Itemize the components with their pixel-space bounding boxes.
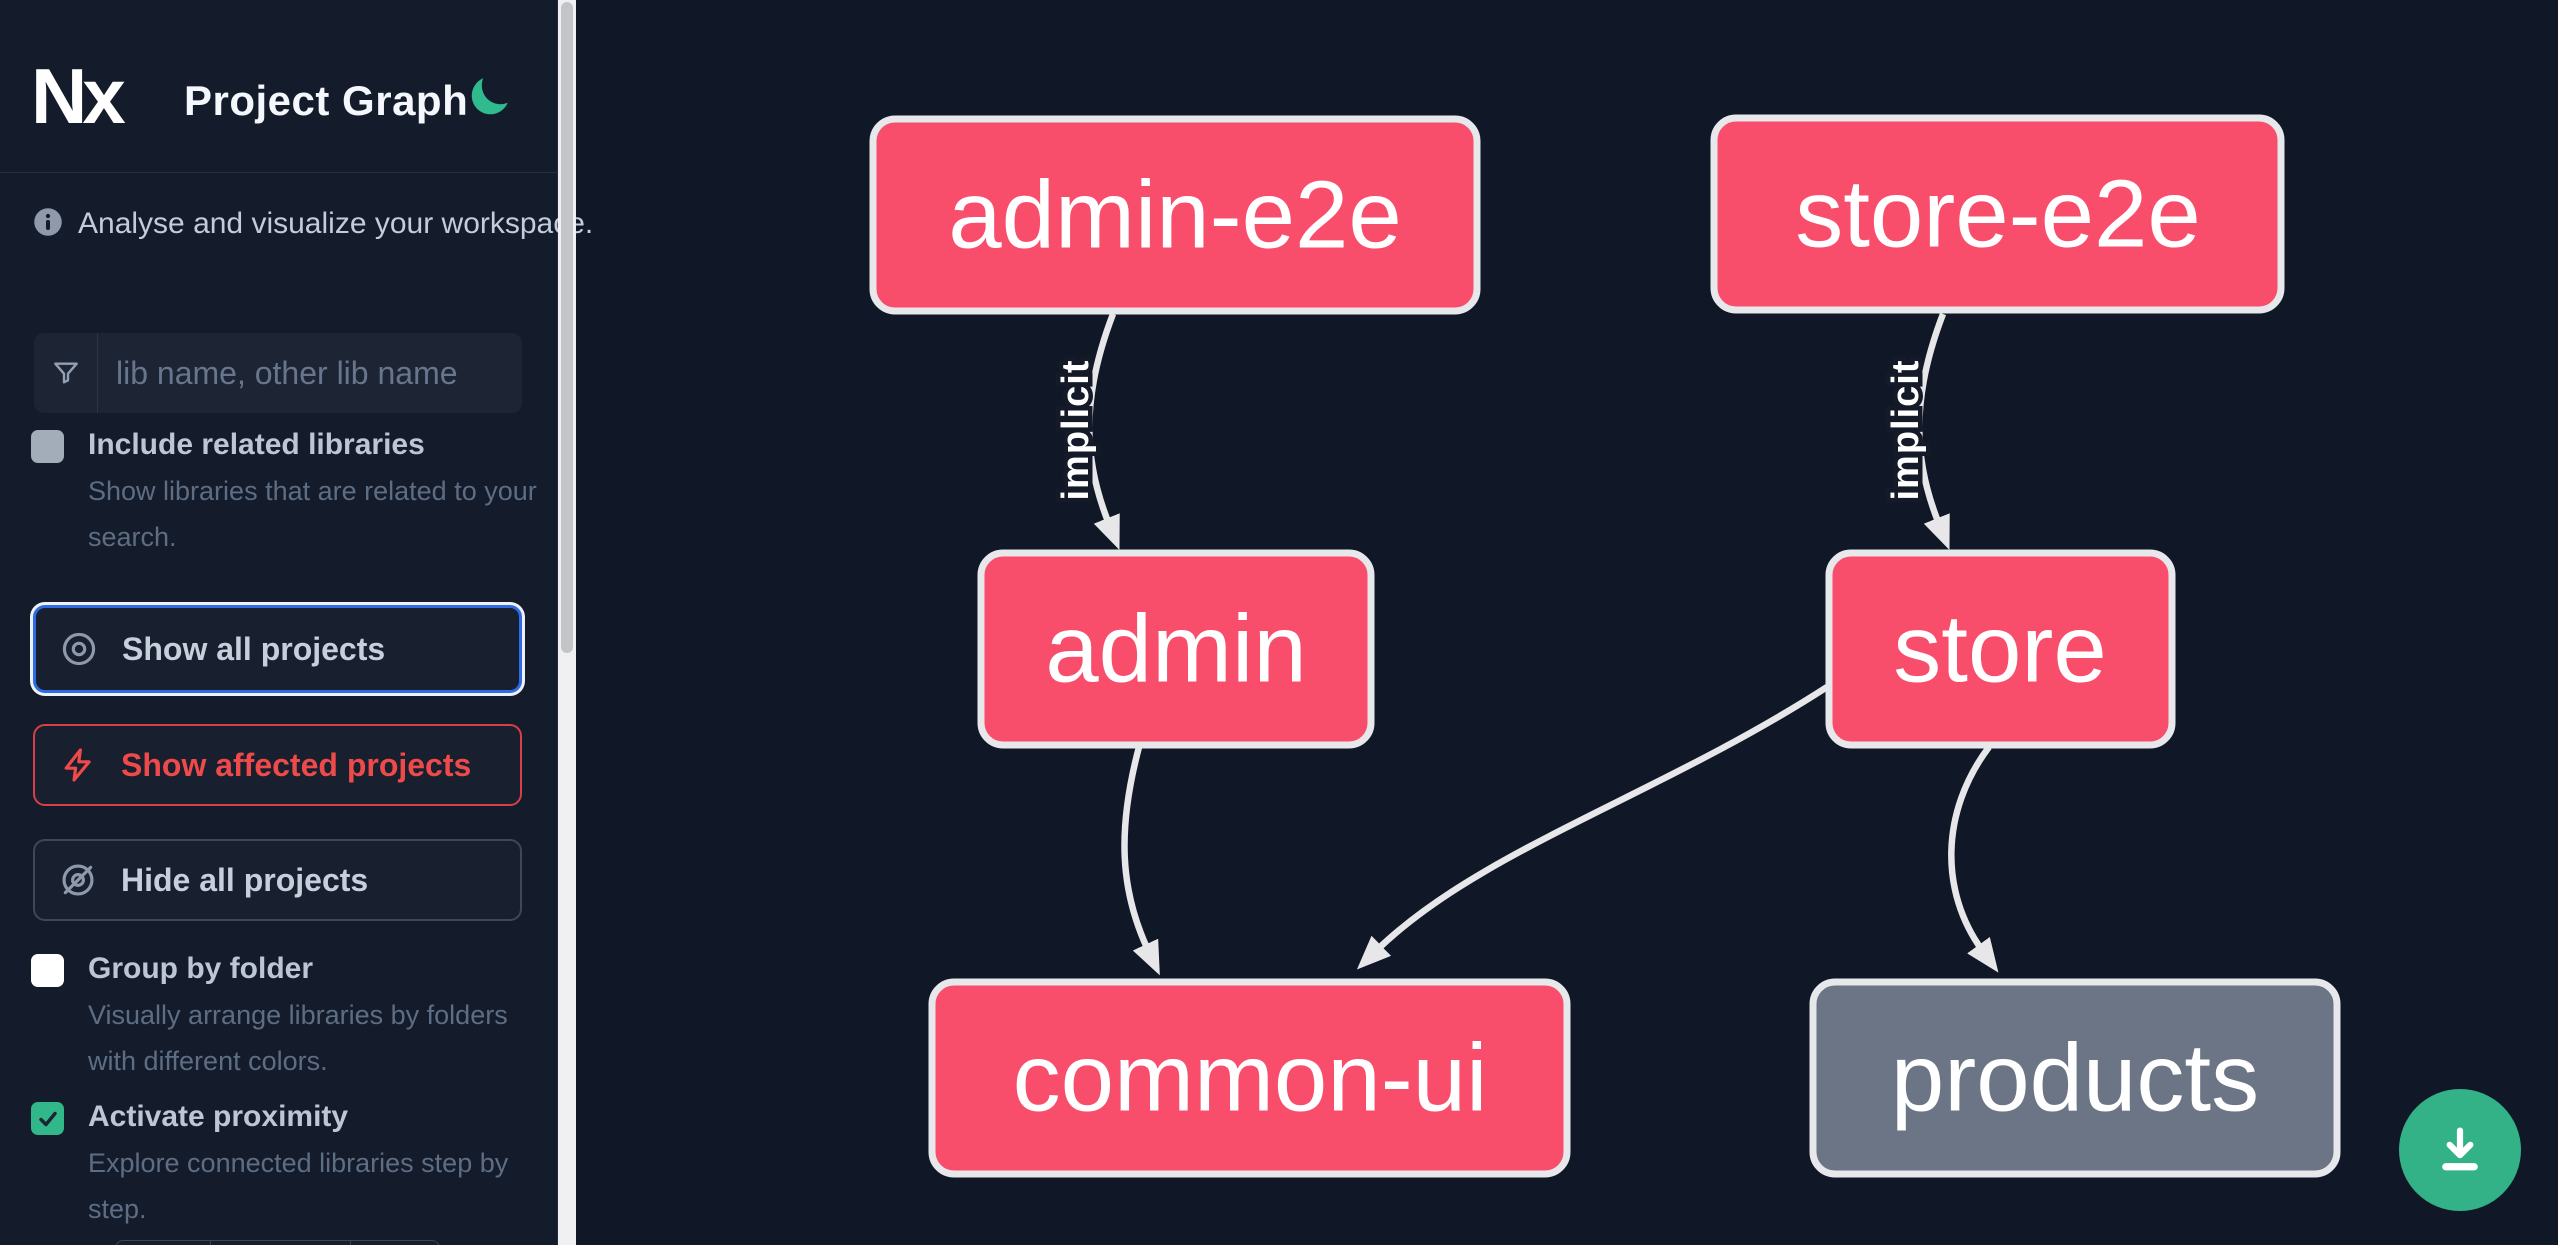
node-store[interactable]: store xyxy=(1825,549,2176,749)
show-all-projects-button[interactable]: Show all projects xyxy=(33,605,522,693)
node-admin[interactable]: admin xyxy=(977,549,1375,749)
bolt-icon xyxy=(64,748,91,782)
download-graph-button[interactable] xyxy=(2399,1089,2521,1211)
node-box[interactable] xyxy=(1825,549,2176,749)
edge-store-common-ui[interactable] xyxy=(1356,684,1829,970)
proximity-depth-control[interactable] xyxy=(115,1240,440,1245)
node-label: common-ui xyxy=(1013,1025,1488,1132)
node-box[interactable] xyxy=(928,978,1571,1178)
option-description: Explore connected libraries step by step… xyxy=(88,1148,509,1224)
checkbox-group-by-folder[interactable] xyxy=(31,954,64,987)
filter-icon xyxy=(53,362,78,384)
node-label: products xyxy=(1891,1025,2259,1132)
node-label: admin-e2e xyxy=(948,162,1402,269)
hide-all-projects-button[interactable]: Hide all projects xyxy=(33,839,522,921)
moon-icon xyxy=(471,78,508,115)
checkbox-include-related[interactable] xyxy=(31,430,64,463)
edge-admin-common-ui[interactable] xyxy=(1121,746,1160,976)
show-affected-projects-button[interactable]: Show affected projects xyxy=(33,724,522,806)
page-title: Project Graph xyxy=(184,77,469,124)
sidebar-panel: Nx Project Graph Analyse and visualize y… xyxy=(0,0,593,1245)
sidebar: Nx Project Graph Analyse and visualize y… xyxy=(0,0,593,1245)
node-label: store xyxy=(1893,596,2106,703)
search-input[interactable] xyxy=(98,333,522,413)
edge-store-e2e-store[interactable] xyxy=(1916,312,1950,550)
eye-off-icon xyxy=(62,864,94,896)
node-box[interactable] xyxy=(1809,978,2341,1178)
option-label[interactable]: Group by folder xyxy=(88,952,313,985)
edge-label-implicit-1: implicit xyxy=(1055,359,1097,500)
node-box[interactable] xyxy=(977,549,1375,749)
node-products[interactable]: products xyxy=(1809,978,2341,1178)
eye-icon xyxy=(62,632,96,666)
edge-group: implicit implicit xyxy=(1051,312,1999,976)
node-common-ui[interactable]: common-ui xyxy=(928,978,1571,1178)
depth-increment-segment[interactable] xyxy=(351,1241,439,1245)
node-admin-e2e[interactable]: admin-e2e xyxy=(869,115,1481,315)
search-box xyxy=(34,333,522,413)
node-label: admin xyxy=(1045,596,1306,703)
node-box[interactable] xyxy=(869,115,1481,315)
info-icon xyxy=(34,208,62,236)
option-label[interactable]: Include related libraries xyxy=(88,428,425,461)
node-box[interactable] xyxy=(1710,114,2285,314)
action-label: Hide all projects xyxy=(121,861,369,898)
filter-icon-cell xyxy=(34,333,98,413)
tagline-text: Analyse and visualize your workspace. xyxy=(78,207,594,240)
sidebar-header: Nx Project Graph xyxy=(0,0,558,173)
nx-logo: Nx xyxy=(31,52,126,140)
scrollbar-thumb[interactable] xyxy=(561,2,573,653)
depth-decrement-segment[interactable] xyxy=(116,1241,211,1245)
option-description: Visually arrange libraries by folders wi… xyxy=(88,1000,508,1076)
option-description: Show libraries that are related to your … xyxy=(88,476,537,552)
sidebar-scrollbar[interactable] xyxy=(558,0,576,1245)
workspace-info-row: Analyse and visualize your workspace. xyxy=(33,205,593,241)
edge-label-implicit-2: implicit xyxy=(1885,359,1927,500)
edge-store-products[interactable] xyxy=(1948,745,1999,973)
edge-admin-e2e-admin[interactable] xyxy=(1086,312,1120,550)
depth-value-segment xyxy=(211,1241,351,1245)
option-label[interactable]: Activate proximity xyxy=(88,1100,349,1133)
node-store-e2e[interactable]: store-e2e xyxy=(1710,114,2285,314)
download-icon xyxy=(2442,1127,2478,1171)
check-icon xyxy=(38,1111,57,1126)
action-label: Show all projects xyxy=(122,630,386,667)
checkbox-activate-proximity[interactable] xyxy=(31,1102,64,1135)
dark-mode-toggle[interactable] xyxy=(466,74,512,120)
node-label: store-e2e xyxy=(1795,161,2201,268)
action-label: Show affected projects xyxy=(121,746,472,783)
